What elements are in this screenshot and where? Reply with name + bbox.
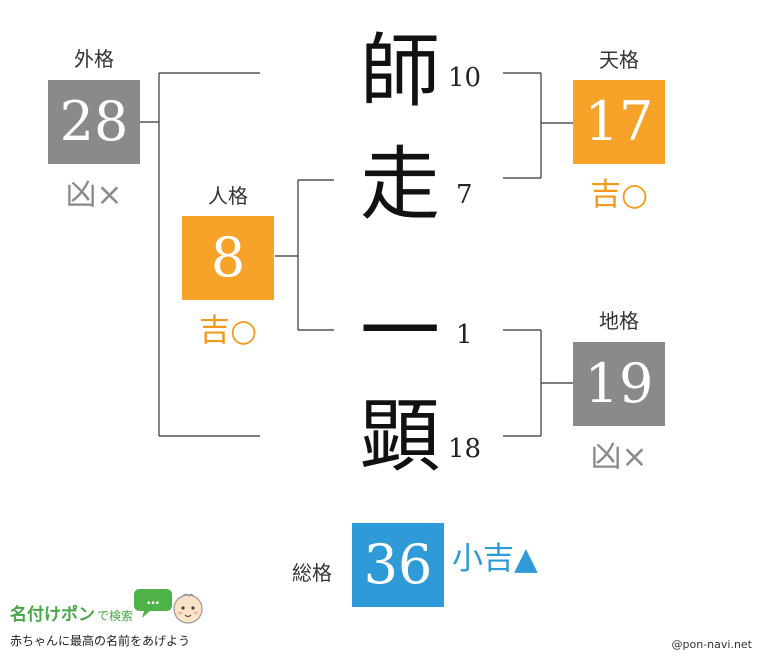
logo-tagline: 赤ちゃんに最高の名前をあげよう <box>10 634 191 648</box>
jinkaku-value-box: 8 <box>182 216 274 300</box>
tenkaku-value-box: 17 <box>573 80 665 164</box>
soukaku-label: 総格 <box>292 561 332 585</box>
name-char-1-strokes: 10 <box>448 63 482 93</box>
site-credit: @pon-navi.net <box>671 638 752 651</box>
name-char-4: 顕 <box>360 390 440 483</box>
logo-title-suffix: で検索 <box>97 609 134 623</box>
gaikaku-value-box: 28 <box>48 80 140 164</box>
jinkaku-value: 8 <box>210 226 246 289</box>
name-char-3-strokes: 1 <box>456 320 473 350</box>
chikaku-value-box: 19 <box>573 342 665 426</box>
gaikaku-value: 28 <box>59 90 129 153</box>
soukaku-value: 36 <box>363 533 433 596</box>
logo-title: 名付けポンで検索 <box>10 605 133 626</box>
tenkaku-fortune: 吉○ <box>589 177 649 213</box>
baby-mascot-icon: … <box>134 589 203 624</box>
chikaku-value: 19 <box>584 352 654 415</box>
speech-bubble-text: … <box>147 593 160 608</box>
tenkaku-value: 17 <box>584 90 654 153</box>
name-char-1: 師 <box>360 25 440 118</box>
name-char-2: 走 <box>360 138 440 231</box>
name-char-4-strokes: 18 <box>448 434 482 464</box>
jinkaku-fortune: 吉○ <box>198 313 258 349</box>
gaikaku-fortune: 凶× <box>65 177 123 213</box>
name-char-2-strokes: 7 <box>456 180 473 210</box>
name-char-3: 一 <box>360 285 440 378</box>
gaikaku-label: 外格 <box>74 47 114 71</box>
chikaku-fortune: 凶× <box>590 439 648 475</box>
jinkaku-label: 人格 <box>208 184 248 208</box>
logo-title-text: 名付けポン <box>10 605 95 625</box>
soukaku-value-box: 36 <box>352 523 444 607</box>
chikaku-label: 地格 <box>599 309 639 333</box>
tenkaku-label: 天格 <box>599 48 639 72</box>
soukaku-fortune: 小吉▲ <box>452 541 538 577</box>
